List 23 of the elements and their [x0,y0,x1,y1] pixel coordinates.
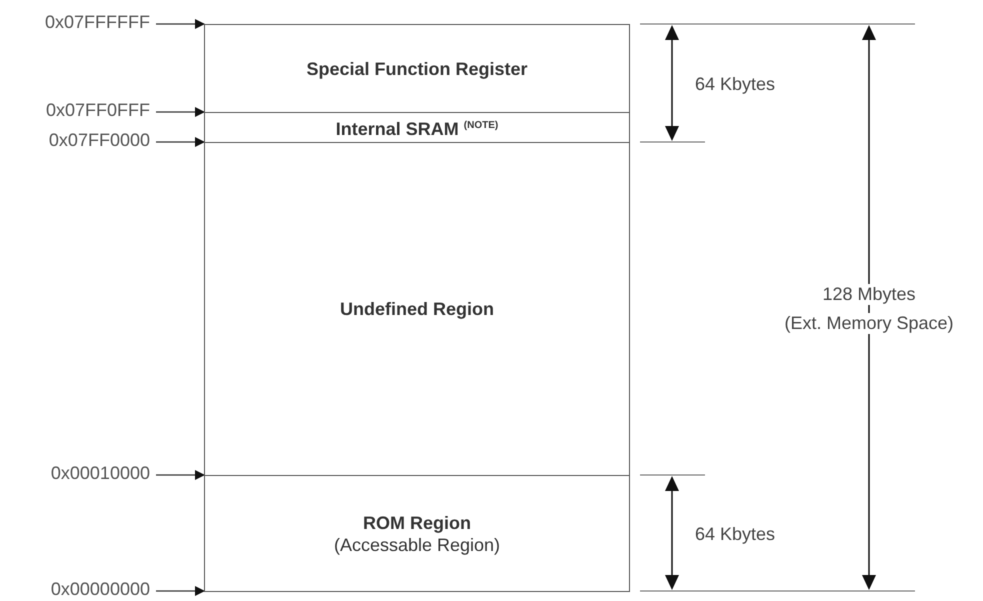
dimension-label: (Ext. Memory Space) [784,313,954,334]
dimension-label: 128 Mbytes [822,284,916,305]
address-label: 0x00000000 [50,579,150,600]
address-arrow [156,107,205,117]
region-label: ROM Region [363,512,471,534]
region-label: (Accessable Region) [334,534,500,556]
address-arrow [156,137,205,147]
region-label: Special Function Register [306,58,528,80]
address-arrow [156,470,205,480]
region-label: Internal SRAM $^{(NOTE)}$ [336,118,498,140]
memory-region [204,112,630,143]
address-arrow [156,586,205,596]
dimension-label: 64 Kbytes [695,74,776,95]
address-label: 0x07FF0000 [48,130,150,151]
memory-region [204,142,630,476]
memory-region [204,24,630,113]
address-label: 0x07FF0FFF [46,100,150,121]
address-arrow [156,19,205,29]
dimension-label: 64 Kbytes [695,524,776,545]
address-label: 0x07FFFFFF [44,12,150,33]
memory-region [204,475,630,592]
region-label: Undefined Region [340,298,494,320]
address-label: 0x00010000 [50,463,150,484]
